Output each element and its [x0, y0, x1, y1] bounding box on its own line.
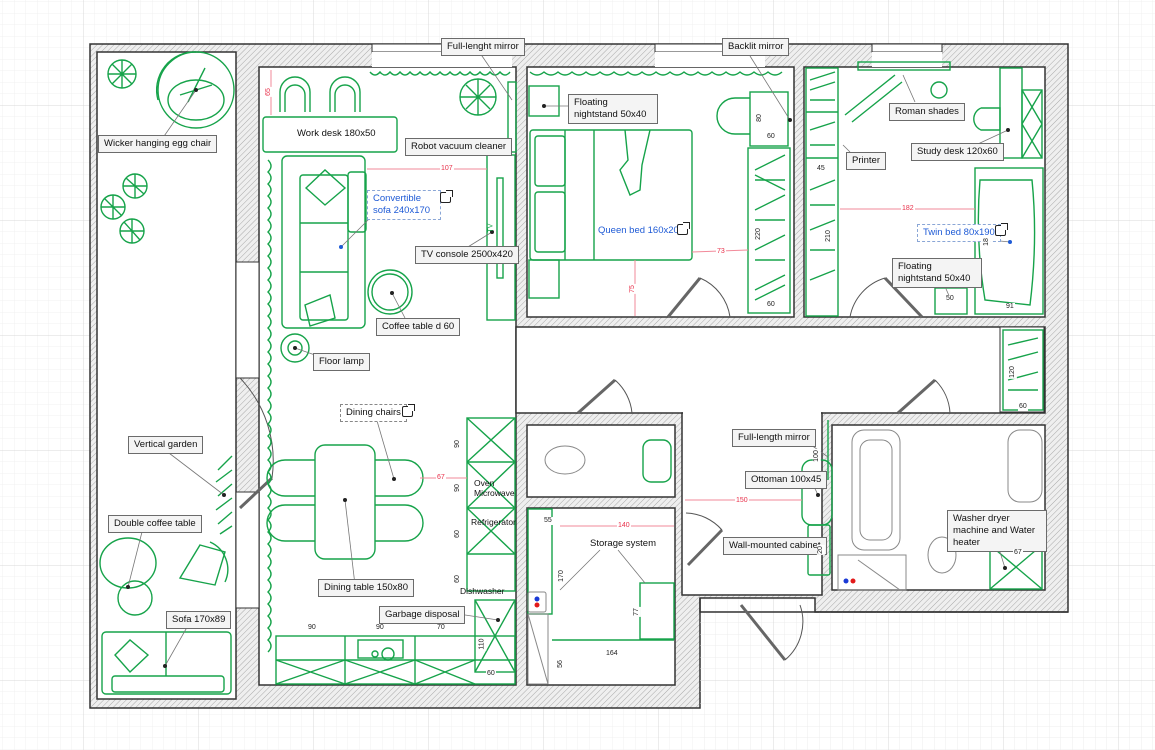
dim-kid-wardrobe-h: 210	[824, 229, 833, 243]
label-double-coffee-table[interactable]: Double coffee table	[108, 515, 202, 533]
balcony	[96, 51, 237, 700]
plant-balcony-4	[119, 218, 145, 244]
dim-cabinet-w: 20	[816, 545, 825, 555]
dim-twin-bed-w: 91	[1005, 303, 1015, 311]
label-robot-vacuum[interactable]: Robot vacuum cleaner	[405, 138, 513, 156]
plant-balcony-1	[107, 59, 137, 89]
external-link-icon[interactable]	[402, 404, 415, 417]
label-backlit-mirror[interactable]: Backlit mirror	[722, 38, 790, 56]
label-printer[interactable]: Printer	[846, 152, 886, 170]
dim-storage-depth: 56	[556, 659, 565, 669]
dim-storage-clear: 140	[617, 522, 631, 530]
plant-balcony-2	[122, 173, 148, 199]
label-tv-console[interactable]: TV console 2500x420	[415, 246, 519, 264]
dim-table-to-kitchen: 67	[436, 474, 446, 482]
label-full-length-mirror-hall[interactable]: Full-length mirror	[732, 429, 816, 447]
dim-storage-left: 55	[543, 517, 553, 525]
external-link-icon[interactable]	[995, 223, 1008, 236]
plant-balcony-3	[100, 194, 126, 220]
dim-counter-2: 90	[375, 624, 385, 632]
dim-nightstand2-w: 50	[945, 295, 955, 303]
storage-room	[526, 507, 676, 686]
label-floating-nightstand-1[interactable]: Floating nightstand 50x40	[568, 94, 658, 124]
dim-sink-h: 110	[478, 637, 487, 651]
external-link-icon[interactable]	[677, 222, 690, 235]
label-ottoman[interactable]: Ottoman 100x45	[745, 471, 828, 489]
label-dishwasher[interactable]: Dishwasher	[460, 586, 505, 596]
label-sofa[interactable]: Sofa 170x89	[166, 611, 232, 629]
dim-kitchen-col-1: 90	[453, 439, 462, 449]
label-dining-table[interactable]: Dining table 150x80	[318, 579, 414, 597]
label-work-desk[interactable]: Work desk 180x50	[297, 128, 376, 139]
label-tv-tag: TV	[487, 223, 495, 233]
label-dining-chairs[interactable]: Dining chairs	[340, 404, 407, 422]
label-garbage-disposal[interactable]: Garbage disposal	[379, 606, 466, 624]
dim-kitchen-col-4: 60	[453, 574, 462, 584]
external-link-icon[interactable]	[440, 190, 453, 203]
label-egg-chair[interactable]: Wicker hanging egg chair	[98, 135, 218, 153]
dim-counter-3: 70	[436, 624, 446, 632]
dim-bed-to-wall: 75	[628, 284, 637, 294]
dim-twin-bed: 18	[982, 237, 991, 247]
dim-hall-wardrobe-h: 120	[1008, 365, 1017, 379]
wc	[526, 424, 676, 498]
label-floating-nightstand-2[interactable]: Floating nightstand 50x40	[892, 258, 982, 288]
dim-kid-room-width: 182	[901, 205, 915, 213]
dim-kitchen-col-3: 60	[453, 529, 462, 539]
dim-wardrobe-h: 220	[754, 227, 763, 241]
dim-storage-shelf: 77	[632, 607, 641, 617]
vertical-garden-drawing	[215, 455, 233, 535]
label-queen-bed[interactable]: Queen bed 160x200	[598, 225, 685, 236]
dim-mirror-h: 100	[812, 449, 821, 463]
dim-backlit-w: 60	[766, 133, 776, 141]
label-washer-dryer[interactable]: Washer dryer machine and Water heater	[947, 510, 1047, 552]
dim-hall-clear: 150	[735, 497, 749, 505]
label-vertical-garden[interactable]: Vertical garden	[128, 436, 204, 454]
dim-kitchen-col-2: 90	[453, 483, 462, 493]
label-study-desk[interactable]: Study desk 120x60	[911, 143, 1004, 161]
label-refrigerator[interactable]: Refrigerator	[471, 517, 516, 527]
dim-bed-to-wardrobe: 73	[716, 248, 726, 256]
dim-nightstand-h: 80	[755, 113, 764, 123]
dim-washer-w: 67	[1013, 549, 1023, 557]
dim-hall-wardrobe-w: 60	[1018, 403, 1028, 411]
bathroom	[831, 424, 1046, 591]
label-full-length-mirror-top[interactable]: Full-lenght mirror	[441, 38, 525, 56]
label-floor-lamp[interactable]: Floor lamp	[313, 353, 370, 371]
label-oven-microwave[interactable]: Oven Microwave	[474, 478, 515, 498]
dim-desk-depth: 65	[264, 87, 273, 97]
dim-storage-bottom: 164	[605, 650, 619, 658]
dim-wardrobe-w: 60	[766, 301, 776, 309]
egg-chair-drawing	[155, 51, 235, 129]
label-coffee-table[interactable]: Coffee table d 60	[376, 318, 461, 336]
label-roman-shades[interactable]: Roman shades	[889, 103, 965, 121]
dim-counter-1: 90	[307, 624, 317, 632]
dim-storage-h: 170	[557, 569, 566, 583]
dim-kid-wardrobe-top: 45	[816, 165, 826, 173]
dim-sofa-to-tv: 107	[440, 165, 454, 173]
label-wall-mounted-cabinet[interactable]: Wall-mounted cabinet	[723, 537, 827, 555]
label-convertible-sofa[interactable]: Convertible sofa 240x170	[367, 190, 441, 220]
dim-sink-w: 60	[486, 670, 496, 678]
label-storage-system[interactable]: Storage system	[590, 538, 656, 549]
